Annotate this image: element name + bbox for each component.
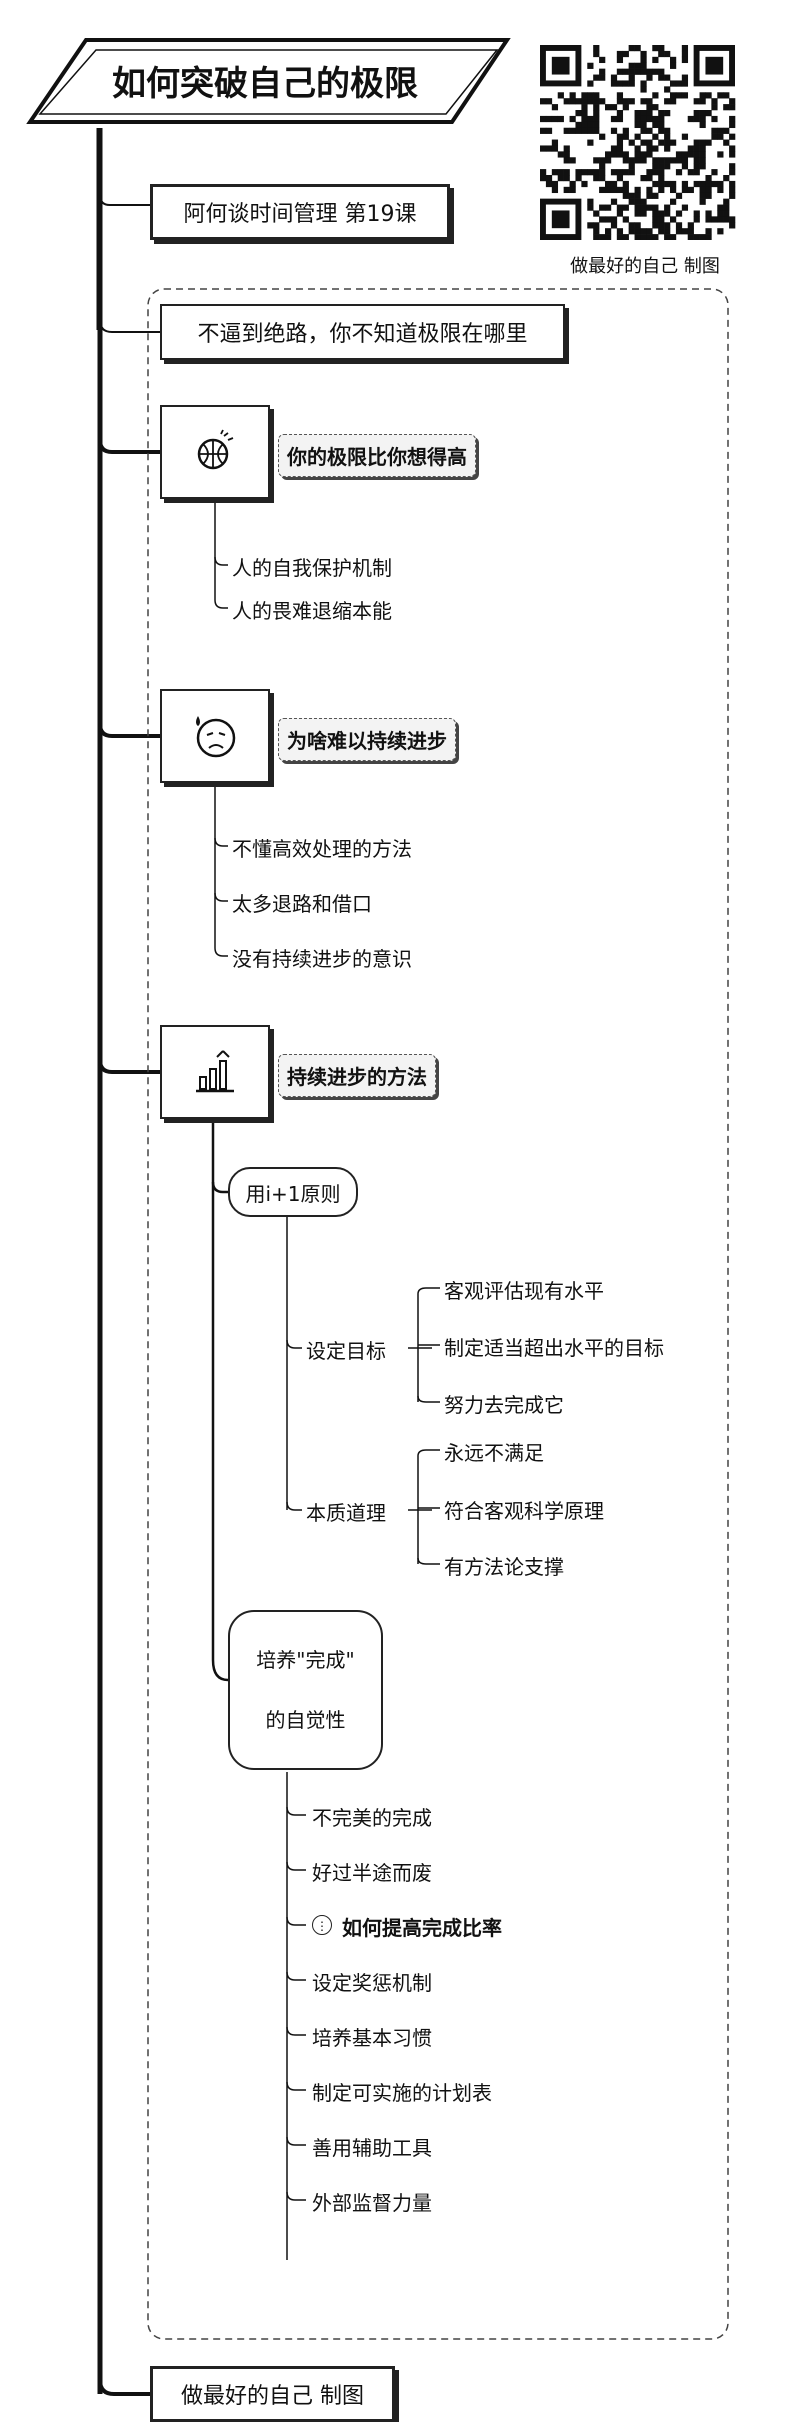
- qr-code: [540, 45, 745, 241]
- page-title: 如何突破自己的极限: [112, 64, 418, 104]
- section-2-icon-box: [160, 689, 270, 783]
- basketball-icon: [197, 429, 234, 470]
- completion-item: 不完美的完成: [312, 1806, 432, 1830]
- section-3-icon-box: [160, 1025, 270, 1119]
- footer-box: 做最好的自己 制图: [150, 2366, 395, 2422]
- intro-text: 不逼到绝路，你不知道极限在哪里: [197, 322, 528, 347]
- completion-item: 培养基本习惯: [312, 2026, 432, 2050]
- section-2-item: 不懂高效处理的方法: [232, 837, 412, 861]
- group-item: 制定适当超出水平的目标: [444, 1336, 664, 1360]
- subtitle-text: 阿何谈时间管理 第19课: [183, 202, 417, 227]
- section-1-item: 人的畏难退缩本能: [232, 599, 392, 623]
- section-1-heading: 你的极限比你想得高: [278, 434, 476, 477]
- group-item: 有方法论支撑: [444, 1555, 564, 1579]
- completion-item: 善用辅助工具: [312, 2136, 432, 2160]
- section-2-heading: 为啥难以持续进步: [278, 718, 456, 761]
- intro-box: 不逼到绝路，你不知道极限在哪里: [160, 304, 565, 360]
- group-item: 客观评估现有水平: [444, 1279, 604, 1303]
- completion-item: 外部监督力量: [312, 2191, 432, 2215]
- growth-chart-icon: [196, 1050, 234, 1093]
- group-item: 永远不满足: [444, 1441, 544, 1465]
- title-banner: [26, 38, 511, 124]
- completion-item: 好过半途而废: [312, 1861, 432, 1885]
- method-i-plus-1-label: 用i+1原则: [245, 1181, 341, 1206]
- group-label: 设定目标: [306, 1339, 386, 1363]
- method-completion-label-2: 的自觉性: [265, 1708, 346, 1732]
- completion-item: 设定奖惩机制: [312, 1971, 432, 1995]
- method-completion-label-1: 培养"完成": [256, 1648, 355, 1672]
- section-3-heading: 持续进步的方法: [278, 1054, 436, 1097]
- info-icon: ⋮: [312, 1915, 332, 1935]
- section-2-item: 太多退路和借口: [232, 892, 372, 916]
- footer-text: 做最好的自己 制图: [181, 2384, 364, 2409]
- section-1-item: 人的自我保护机制: [232, 556, 392, 580]
- method-i-plus-1: 用i+1原则: [228, 1167, 358, 1217]
- qr-caption: 做最好的自己 制图: [570, 256, 720, 277]
- group-label: 本质道理: [306, 1501, 386, 1525]
- completion-item: 如何提高完成比率: [342, 1916, 502, 1940]
- section-1-icon-box: [160, 405, 270, 499]
- group-item: 符合客观科学原理: [444, 1499, 604, 1523]
- completion-item: 制定可实施的计划表: [312, 2081, 492, 2105]
- group-item: 努力去完成它: [444, 1393, 564, 1417]
- sad-face-icon: [196, 716, 236, 758]
- subtitle-box: 阿何谈时间管理 第19课: [150, 184, 450, 240]
- method-completion: 培养"完成" 的自觉性: [228, 1610, 383, 1770]
- section-2-item: 没有持续进步的意识: [232, 947, 412, 971]
